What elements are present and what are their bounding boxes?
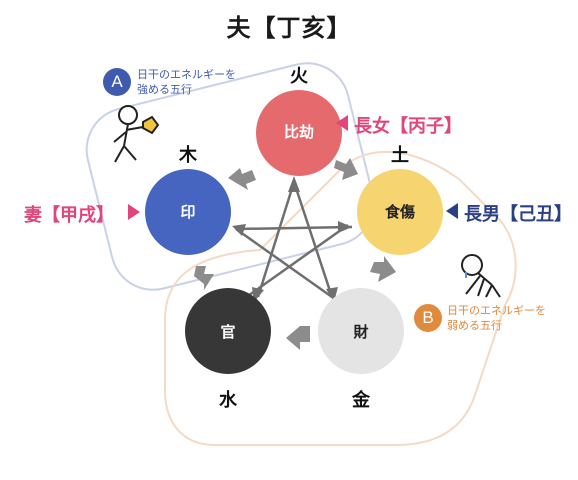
- eldest-daughter-relation-label: 長女【丙子】: [354, 116, 462, 137]
- annotation-b-line2: 弱める五行: [447, 319, 502, 332]
- node-zai-circle: [318, 288, 404, 374]
- arrow-kan-to-in: [194, 266, 214, 290]
- wife-marker: [128, 204, 140, 220]
- element-label-metal: 金: [352, 390, 370, 411]
- badge-a: A: [103, 68, 131, 96]
- node-in-circle: [145, 169, 231, 255]
- person-megaphone-illustration: [113, 105, 160, 163]
- badge-b: B: [414, 304, 442, 332]
- node-zai-label: 財: [353, 323, 369, 341]
- arrow-hikaku-to-shokusho: [334, 158, 358, 180]
- node-hikaku-circle: [256, 90, 342, 176]
- arrow-zai-to-kan: [286, 326, 310, 350]
- annotation-a-text: 日干のエネルギーを 強める五行: [137, 67, 236, 97]
- element-label-fire: 火: [290, 66, 308, 87]
- control-star: [235, 181, 353, 300]
- daughter-marker: [336, 115, 348, 131]
- element-label-earth: 土: [391, 145, 409, 166]
- eldest-son-relation-label: 長男【己丑】: [464, 204, 572, 225]
- weaken-group-outline: [164, 150, 517, 446]
- page-title: 夫【丁亥】: [226, 14, 352, 42]
- element-label-wood: 木: [179, 145, 197, 166]
- wife-relation-label: 妻【甲戌】: [24, 205, 114, 226]
- annotation-a-line1: 日干のエネルギーを: [137, 68, 236, 81]
- person-exhausted-illustration: [461, 254, 501, 298]
- son-marker: [446, 203, 458, 219]
- annotation-a-line2: 強める五行: [137, 83, 192, 96]
- node-kan-label: 官: [220, 323, 236, 341]
- node-kan-circle: [185, 288, 271, 374]
- node-shokusho-circle: [357, 169, 443, 255]
- generation-arrows: [194, 158, 396, 350]
- node-in-label: 印: [180, 203, 196, 221]
- arrow-shokusho-to-zai: [370, 256, 396, 282]
- arrow-in-to-hikaku: [228, 168, 256, 190]
- element-label-water: 水: [219, 390, 237, 411]
- node-hikaku-label: 比劫: [283, 123, 314, 141]
- annotation-b-text: 日干のエネルギーを 弱める五行: [447, 303, 546, 333]
- node-shokusho-label: 食傷: [384, 203, 415, 221]
- annotation-b-line1: 日干のエネルギーを: [447, 304, 546, 317]
- strengthen-group-outline: [85, 62, 375, 291]
